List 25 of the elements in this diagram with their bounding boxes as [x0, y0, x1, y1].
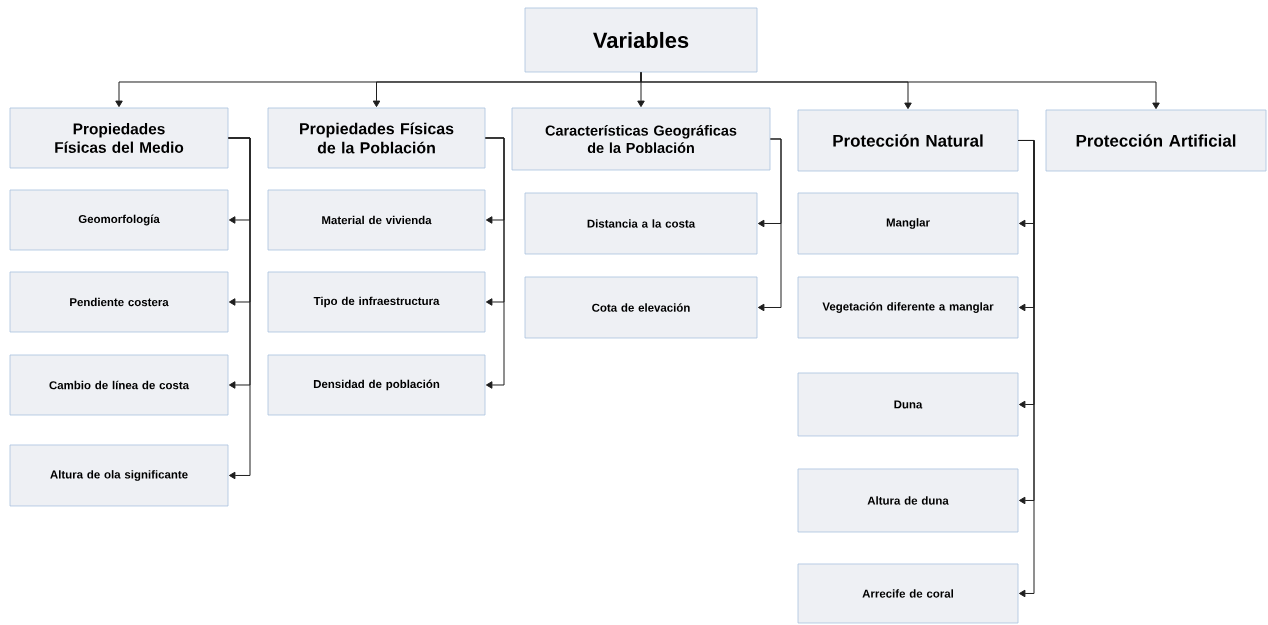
- variable-box: Densidad de población: [267, 354, 486, 416]
- category-box: Propiedades Físicas de la Población: [267, 107, 486, 169]
- variable-box: Pendiente costera: [9, 271, 229, 333]
- variable-box: Distancia a la costa: [524, 192, 758, 255]
- variable-box: Vegetación diferente a manglar: [797, 276, 1019, 339]
- variable-box: Altura de ola significante: [9, 444, 229, 507]
- connector-arrow: [640, 71, 1160, 110]
- variable-box: Tipo de infraestructura: [267, 271, 486, 333]
- variable-box: Geomorfología: [9, 189, 229, 251]
- variable-box: Altura de duna: [797, 468, 1019, 533]
- variable-box: Arrecife de coral: [797, 563, 1019, 624]
- category-box: Protección Artificial: [1045, 109, 1267, 172]
- variable-box: Material de vivienda: [267, 189, 486, 251]
- category-box: Características Geográficas de la Población: [511, 107, 771, 171]
- variable-box: Manglar: [797, 192, 1019, 255]
- connector-arrow: [757, 138, 782, 312]
- connector-arrow: [484, 137, 505, 389]
- connector-arrow: [227, 137, 251, 480]
- connector-arrow: [1017, 140, 1035, 598]
- variable-box: Duna: [797, 372, 1019, 437]
- variable-box: Cambio de línea de costa: [9, 354, 229, 416]
- root-box: Variables: [524, 7, 758, 73]
- category-box: Protección Natural: [797, 109, 1019, 172]
- variable-box: Cota de elevación: [524, 276, 758, 339]
- category-box: Propiedades Físicas del Medio: [9, 107, 229, 169]
